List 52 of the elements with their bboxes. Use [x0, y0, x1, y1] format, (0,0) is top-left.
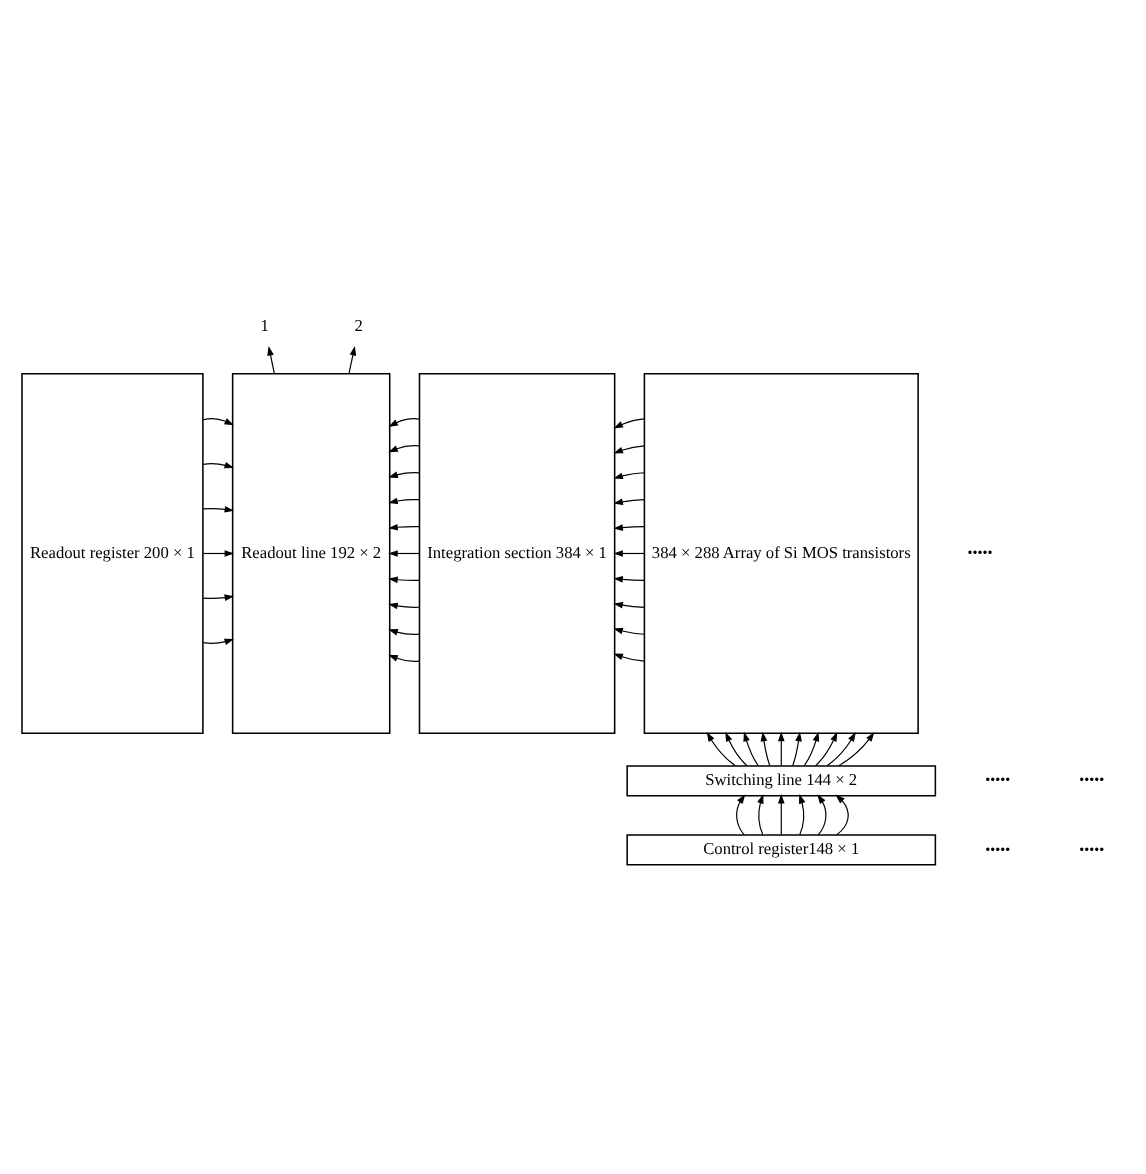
node-text: 1	[260, 315, 269, 334]
arrow	[202, 637, 235, 644]
arrow	[837, 731, 875, 766]
arrow	[743, 730, 759, 766]
node-box: Control register148 × 1	[626, 833, 937, 865]
arrow	[388, 470, 420, 477]
arrow	[613, 652, 645, 661]
arrow	[736, 793, 746, 835]
arrow	[267, 344, 275, 374]
arrow	[613, 600, 645, 608]
arrow	[706, 731, 736, 766]
arrow	[388, 496, 420, 504]
node-text: 2	[354, 315, 363, 334]
arrow	[815, 730, 838, 766]
arrow	[799, 793, 806, 835]
arrow	[202, 505, 235, 512]
arrow	[613, 575, 645, 582]
node-box: Readout register 200 × 1	[21, 372, 204, 733]
arrow	[826, 731, 856, 766]
arrow	[777, 793, 785, 835]
arrow	[388, 601, 420, 609]
arrow	[613, 523, 645, 530]
arrow	[388, 522, 420, 530]
arrow	[348, 344, 357, 374]
arrow	[388, 575, 420, 583]
arrow	[613, 626, 645, 634]
arrow	[613, 471, 645, 479]
node-box: 384 × 288 Array of Si MOS transistors	[643, 372, 919, 733]
node-box: Integration section 384 × 1	[418, 372, 616, 733]
arrow	[388, 444, 420, 452]
arrow	[792, 730, 802, 766]
arrow	[613, 549, 645, 556]
arrow	[202, 549, 235, 556]
arrow	[817, 793, 827, 835]
arrow	[835, 793, 849, 835]
arrow	[613, 417, 645, 428]
arrow	[388, 549, 420, 556]
arrow	[388, 653, 420, 661]
arrow	[388, 417, 420, 426]
arrow	[725, 730, 748, 766]
arrow	[613, 444, 645, 453]
node-box: Switching line 144 × 2	[626, 764, 937, 796]
node-box: Readout line 192 × 2	[231, 372, 391, 733]
arrow	[803, 730, 820, 766]
arrow	[202, 417, 234, 425]
arrow	[202, 593, 235, 600]
arrow	[202, 461, 235, 468]
arrow	[757, 793, 764, 835]
arrow	[760, 730, 771, 766]
arrow	[777, 730, 785, 766]
arrow	[613, 497, 645, 504]
arrow	[388, 628, 420, 635]
